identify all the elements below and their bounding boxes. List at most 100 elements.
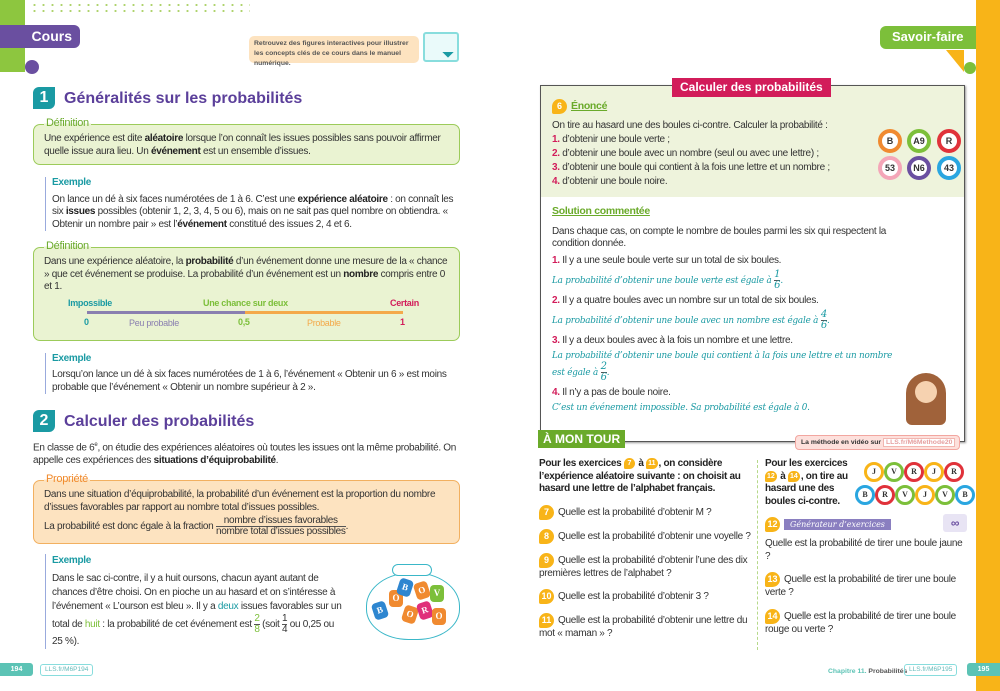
left-exercises-column: Pour les exercices 7 à 11, on considère …	[539, 458, 752, 650]
ball: R	[944, 462, 964, 482]
solution-label: Solution commentée	[552, 205, 650, 217]
definition-text: Dans une expérience aléatoire, la probab…	[44, 256, 448, 292]
ball: J	[924, 462, 944, 482]
solution-answer: La probabilité d’obtenir une boule avec …	[552, 308, 830, 331]
scale-impossible: Impossible	[68, 297, 113, 308]
solution-step: 3. Il y a deux boules avec à la fois un …	[552, 334, 793, 346]
scale-low-bar	[87, 310, 245, 314]
definition-text: Une expérience est dite aléatoire lorsqu…	[44, 133, 441, 157]
method-card: 6 Énoncé On tire au hasard une des boules…	[540, 85, 965, 450]
property-box: Propriété Dans une situation d’équiproba…	[33, 473, 460, 545]
ball: A9	[907, 129, 931, 153]
ball: B	[878, 129, 902, 153]
scale-low-label: Peu probable	[129, 317, 179, 328]
savoir-faire-tab: Savoir-faire	[880, 26, 976, 49]
a-mon-tour-banner: À MON TOUR	[538, 430, 626, 448]
scale-mid: 0,5	[238, 316, 250, 327]
solution-answer: C’est un événement impossible. Sa probab…	[552, 402, 810, 413]
definition-label: Définition	[44, 240, 91, 253]
exercise-number: 12	[765, 517, 780, 533]
ball: R	[937, 129, 961, 153]
section-number: 1	[33, 87, 55, 109]
bag-knot	[392, 564, 432, 576]
ball: V	[935, 485, 955, 505]
section-number: 2	[33, 410, 55, 432]
decorative-dots	[30, 2, 250, 14]
method-title: Calculer des probabilités	[672, 78, 831, 97]
left-page-content: 1 Généralités sur les probabilités Défin…	[33, 87, 460, 650]
enonce-label: Énoncé	[571, 100, 608, 113]
column-divider	[757, 460, 758, 650]
scale-half: Une chance sur deux	[203, 297, 288, 308]
scale-zero: 0	[84, 316, 89, 327]
section-title: Généralités sur les probabilités	[64, 90, 303, 107]
definition-box: Définition Dans une expérience aléatoire…	[33, 240, 460, 341]
infinity-icon[interactable]: ∞	[943, 514, 967, 533]
section-title: Calculer des probabilités	[64, 413, 255, 430]
enonce-item: 2. d’obtenir une boule avec un nombre (s…	[552, 148, 819, 159]
page-link[interactable]: LLS.fr/M6P194	[40, 664, 94, 676]
scale-high-bar	[245, 310, 403, 314]
ball: N6	[907, 156, 931, 180]
example-title: Exemple	[52, 177, 92, 188]
probability-scale: Impossible Une chance sur deux Certain 0…	[44, 298, 449, 334]
corner-dot	[25, 60, 39, 74]
property-text: Dans une situation d’équiprobabilité, la…	[44, 489, 436, 513]
right-exercises-column: Pour les exercices 12 à 14, on tire au h…	[765, 458, 967, 645]
enonce-item: 3. d’obtenir une boule qui contient à la…	[552, 162, 830, 173]
solution-steps: 1. Il y a une seule boule verte sur un t…	[552, 254, 897, 414]
solution-answer: La probabilité d’obtenir une boule qui c…	[552, 350, 893, 383]
cours-tab: Cours	[0, 25, 80, 48]
example-text: On lance un dé à six faces numérotées de…	[52, 193, 454, 230]
page-number: 194	[0, 663, 33, 676]
video-link[interactable]: LLS.fr/M6Methode20	[882, 437, 956, 447]
ball: V	[895, 485, 915, 505]
property-fraction: La probabilité est donc égale à la fract…	[44, 515, 349, 538]
digital-note: Retrouvez des figures interactives pour …	[249, 36, 419, 67]
example-text: Lorsqu’on lance un dé à six faces numéro…	[52, 369, 447, 393]
definition-label: Définition	[44, 117, 91, 130]
example-text: Dans le sac ci-contre, il y a huit ourso…	[52, 573, 342, 648]
page-link[interactable]: LLS.fr/M6P195	[904, 664, 958, 676]
ball: R	[875, 485, 895, 505]
video-note: La méthode en vidéo sur LLS.fr/M6Methode…	[795, 434, 960, 450]
corner-dot	[964, 62, 976, 74]
ball: J	[864, 462, 884, 482]
ball: R	[904, 462, 924, 482]
solution-step: 2. Il y a quatre boules avec un nombre s…	[552, 294, 819, 306]
enonce-item: 4. d’obtenir une boule noire.	[552, 176, 668, 187]
character-illustration	[906, 372, 946, 425]
interactive-figure-icon[interactable]	[423, 32, 459, 62]
page-number: 195	[967, 663, 1000, 676]
scale-high-label: Probable	[307, 317, 341, 328]
ball: B	[955, 485, 975, 505]
property-label: Propriété	[44, 473, 90, 487]
generator-row: 12 Générateur d’exercices ∞	[765, 514, 967, 534]
ball: V	[884, 462, 904, 482]
example-block: Exemple On lance un dé à six faces numér…	[45, 177, 460, 231]
section-header: 1 Généralités sur les probabilités	[33, 87, 460, 111]
solution-answer: La probabilité d’obtenir une boule verte…	[552, 268, 783, 291]
example-block: Exemple Lorsqu’on lance un dé à six face…	[45, 352, 460, 394]
ball: 53	[878, 156, 902, 180]
solution-intro: Dans chaque cas, on compte le nombre de …	[552, 225, 887, 250]
left-exercises-intro: Pour les exercices 7 à 11, on considère …	[539, 458, 741, 495]
footer-chapter: Chapitre 11. Probabilités	[828, 668, 908, 675]
generator-label[interactable]: Générateur d’exercices	[784, 519, 891, 531]
page-edge-strip	[976, 0, 1000, 691]
enonce-text: On tire au hasard une des boules ci-cont…	[552, 119, 874, 189]
section-header: 2 Calculer des probabilités	[33, 410, 460, 434]
solution-section: Solution commentée Dans chaque cas, on c…	[541, 197, 964, 450]
definition-box: Définition Une expérience est dite aléat…	[33, 117, 460, 165]
example-block: Exemple Dans le sac ci-contre, il y a hu…	[45, 554, 345, 650]
ball: 43	[937, 156, 961, 180]
exercise-number: 6	[552, 99, 567, 114]
ball: J	[915, 485, 935, 505]
